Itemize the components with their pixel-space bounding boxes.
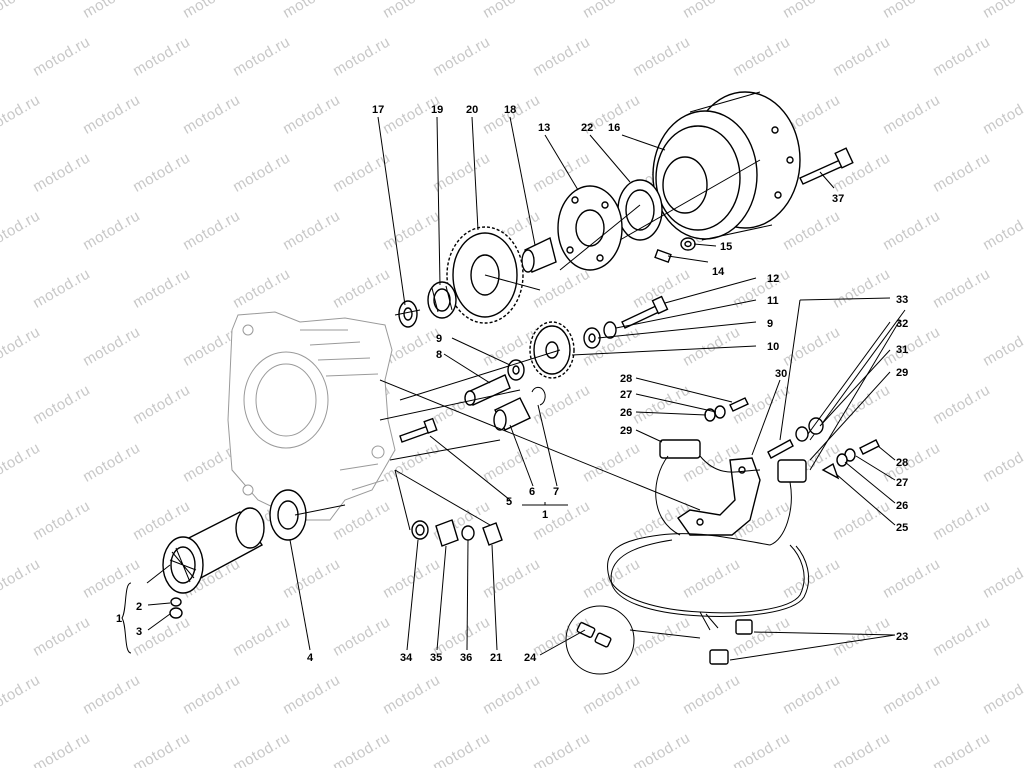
bushing-18 [521,236,557,273]
wiring-harness [607,299,906,631]
bolt-12 [621,295,669,329]
callout-leaders [121,116,896,661]
circlip-7 [531,386,546,406]
nut-31 [808,417,824,435]
washer-27-left [714,405,726,419]
callout-24: 24 [524,652,537,664]
callout-27-left: 27 [620,389,632,401]
callout-12: 12 [767,273,779,285]
bracket-25 [821,462,840,480]
callout-5: 5 [506,496,512,508]
callout-15: 15 [720,241,732,253]
callout-28-left: 28 [620,373,632,385]
callout-1-starter: 1 [116,613,122,625]
connector-23-lower [709,649,729,665]
callout-36: 36 [460,652,472,664]
callout-labels: 17 19 20 18 13 22 16 37 15 14 12 11 9 10… [116,104,908,664]
plate-13 [557,185,623,271]
callout-28-right: 28 [896,457,908,469]
callout-10: 10 [767,341,779,353]
callout-6: 6 [529,486,535,498]
callout-31: 31 [896,344,908,356]
bolt-28-right [859,439,880,455]
bolt-5 [399,417,438,443]
sensor-35 [435,519,459,547]
callout-7: 7 [553,486,559,498]
callout-4: 4 [307,652,314,664]
gear-10 [529,321,575,379]
flywheel-assembly [652,91,801,241]
plug-21 [482,522,503,546]
callout-20: 20 [466,104,478,116]
callout-37: 37 [832,193,844,205]
callout-9-lower: 9 [436,333,442,345]
callout-29-right: 29 [896,367,908,379]
callout-9-upper: 9 [767,318,773,330]
engine-casing-outline [227,311,396,521]
callout-35: 35 [430,652,442,664]
callout-29-left: 29 [620,425,632,437]
callout-30: 30 [775,368,787,380]
washer-36 [461,525,475,541]
washer-9-lower [507,359,525,381]
callout-19: 19 [431,104,443,116]
callout-11: 11 [767,295,779,307]
washer-17 [398,300,418,328]
assembly-guide-lines [294,159,761,531]
callout-23: 23 [896,631,908,643]
bolt-33 [767,439,794,459]
callout-18: 18 [504,104,516,116]
connector-23-upper [735,619,753,635]
washer-32 [795,426,809,442]
pickup-bracket-30 [677,457,761,536]
callout-3: 3 [136,626,142,638]
nut-2 [170,597,182,607]
callout-32: 32 [896,318,908,330]
callout-13: 13 [538,122,550,134]
pin-14 [654,248,672,264]
callout-33: 33 [896,294,908,306]
callout-1-group: 1 [542,509,548,521]
pickup-sensor-29-left [659,439,701,459]
washer-26-right [836,453,848,467]
freewheel-22 [617,179,663,241]
pickup-sensor-29-right [777,459,807,483]
callout-22: 22 [581,122,593,134]
washer-34 [411,520,429,540]
callout-25: 25 [896,522,908,534]
starter-motor [162,507,265,594]
callout-26-right: 26 [896,500,908,512]
callout-8: 8 [436,349,442,361]
nut-3 [169,607,183,619]
washer-11 [603,321,617,339]
gasket-4 [269,489,307,541]
pinion-6 [493,397,531,431]
callout-21: 21 [490,652,502,664]
needle-bearing-19 [427,281,457,319]
callout-14: 14 [712,266,725,278]
connector-detail-inset [565,605,701,675]
bolt-28-left [729,397,749,412]
callout-2: 2 [136,601,142,613]
callout-34: 34 [400,652,413,664]
washer-9-upper [583,327,601,349]
callout-17: 17 [372,104,384,116]
callout-26-left: 26 [620,407,632,419]
bolt-37 [799,147,854,185]
washer-15 [680,237,696,251]
callout-27-right: 27 [896,477,908,489]
callout-16: 16 [608,122,620,134]
